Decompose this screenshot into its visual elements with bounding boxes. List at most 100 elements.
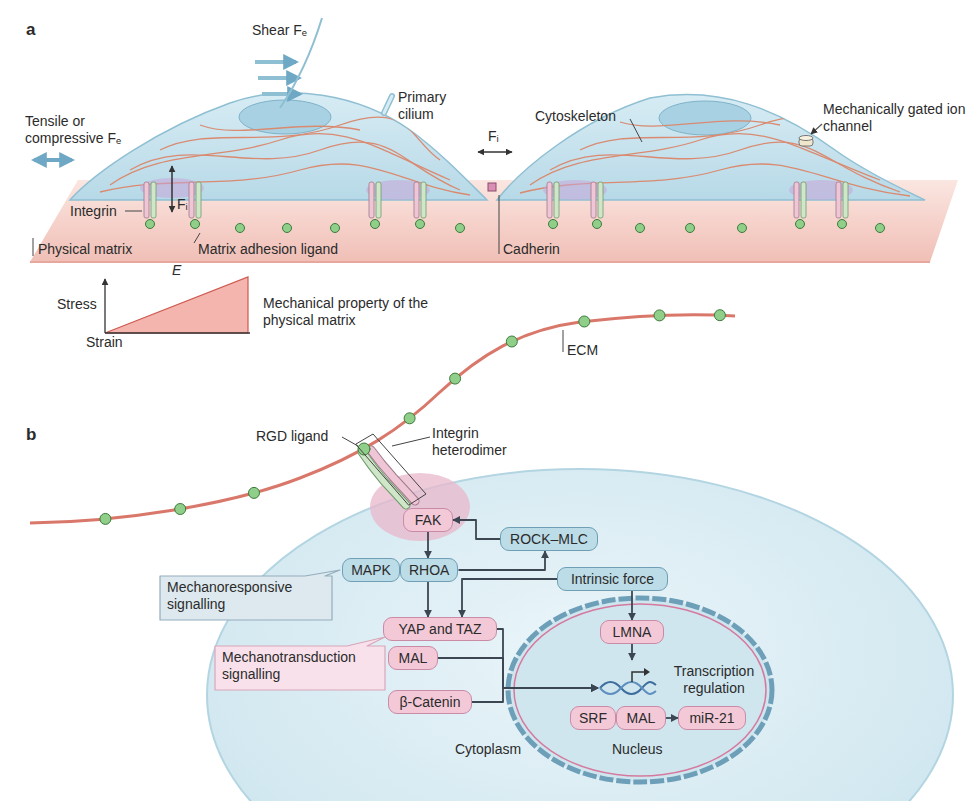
leader-line	[392, 437, 430, 446]
compartment-label: Nucleus	[612, 741, 663, 758]
box-text: MAPK	[351, 562, 391, 578]
ion-channel	[799, 136, 813, 141]
physical-matrix	[30, 261, 930, 263]
cytoskeleton	[200, 125, 360, 130]
integrin-heterodimer	[356, 434, 426, 505]
modulus-label: E	[172, 262, 181, 279]
callout-box: Mechanoresponsive signalling	[160, 576, 332, 620]
signal-box: Intrinsic force	[557, 567, 668, 591]
box-text: SRF	[579, 710, 607, 726]
callout-text: Mechanoresponsive signalling	[160, 576, 332, 616]
integrin-symbol	[144, 182, 848, 218]
connector	[631, 644, 633, 660]
ecm-ligand	[100, 513, 111, 524]
box-text: LMNA	[613, 624, 652, 640]
signal-box: miR-21	[678, 706, 746, 730]
box-text: β-Catenin	[400, 694, 461, 710]
adhesion-ligand	[146, 220, 155, 229]
cell-body: CytoplasmFAKROCK–MLCMAPKRHOAIntrinsic fo…	[205, 467, 955, 801]
force-label: Fᵢ	[488, 128, 499, 145]
signal-box: SRF	[570, 706, 616, 730]
focal-adhesion	[543, 180, 607, 200]
ion-channel	[811, 124, 822, 134]
signal-box: LMNA	[600, 620, 664, 644]
adhesion-ligand	[283, 224, 292, 233]
adhesion-ligand	[636, 224, 645, 233]
force-arrow	[262, 92, 300, 96]
nucleus: Nucleus LMNA Transcription regulationSRF MA…	[505, 595, 775, 785]
dna-symbol	[600, 682, 656, 694]
adhesion-ligand	[738, 224, 747, 233]
integrin-heterodimer	[356, 434, 426, 505]
connector	[497, 629, 598, 688]
integrin-symbol	[369, 182, 374, 218]
adhesion-ligand	[549, 220, 558, 229]
cell-nucleus	[659, 101, 751, 135]
axis-label: Strain	[86, 334, 123, 351]
stress-strain-graph	[105, 277, 250, 333]
ecm-ligand	[714, 310, 725, 321]
cell-outline	[207, 469, 953, 801]
cytoskeleton	[160, 117, 440, 160]
leader-line	[499, 195, 500, 254]
part-label: Integrin	[70, 203, 117, 220]
ecm-ligand	[249, 487, 260, 498]
dna-symbol	[600, 682, 656, 694]
transcription-start	[644, 668, 650, 676]
compartment-label: Cytoplasm	[455, 741, 521, 758]
box-text: MAL	[627, 710, 656, 726]
part-label: Integrin heterodimer	[432, 425, 517, 459]
integrin-symbol	[598, 182, 603, 218]
ion-channel	[799, 124, 822, 146]
integrin-symbol	[376, 182, 381, 218]
force-arrow	[34, 158, 72, 162]
part-label: Mechanically gated ion channel	[823, 101, 968, 135]
integrin-symbol	[151, 182, 156, 218]
box-text: ROCK–MLC	[510, 531, 588, 547]
connector	[427, 532, 429, 558]
part-label: Primary cilium	[398, 89, 464, 123]
ecm-ligand	[579, 316, 590, 327]
integrin-symbol	[794, 182, 799, 218]
cytoskeleton	[110, 134, 450, 185]
integrin-symbol	[547, 182, 552, 218]
focal-adhesion	[140, 178, 853, 200]
ecm-ligand	[506, 336, 517, 347]
force-label: Fᵢ	[177, 196, 188, 213]
ecm-ligand	[175, 504, 186, 515]
part-label: ECM	[567, 342, 598, 359]
box-text: Transcription regulation	[658, 660, 770, 697]
adhesion-ligand	[796, 220, 805, 229]
integrin-symbol	[414, 182, 419, 218]
stress-strain-graph	[105, 277, 248, 333]
cytoskeleton	[580, 117, 860, 160]
signal-box: MAL	[388, 646, 438, 670]
axis-label: Stress	[57, 296, 97, 313]
leader-line	[563, 330, 564, 352]
adhesion-ligand	[838, 220, 847, 229]
box-text: FAK	[415, 512, 441, 528]
adhesion-ligand	[146, 220, 885, 233]
integrin-symbol	[591, 182, 596, 218]
connector	[438, 658, 598, 688]
force-arrow	[478, 151, 512, 153]
adhesion-ligand	[416, 220, 425, 229]
integrin-symbol	[189, 182, 194, 218]
box-text: Intrinsic force	[571, 571, 654, 587]
graph-caption: Mechanical property of the physical matr…	[263, 295, 433, 329]
force-arrow	[171, 166, 173, 212]
connector	[631, 591, 633, 620]
box-text: YAP and TAZ	[398, 621, 481, 637]
signal-box: ROCK–MLC	[500, 527, 598, 551]
integrin-symbol	[144, 182, 149, 218]
adhesion-ligand	[456, 224, 465, 233]
leader-line	[630, 119, 642, 142]
callout-box: Mechanotransduction signalling	[215, 646, 385, 690]
connector	[453, 520, 500, 539]
force-label: Tensile or compressive Fₑ	[25, 113, 143, 147]
ecm-ligand	[450, 373, 461, 384]
adhesion-ligand	[236, 224, 245, 233]
callout-text: Mechanotransduction signalling	[215, 646, 385, 686]
integrin-symbol	[801, 182, 806, 218]
